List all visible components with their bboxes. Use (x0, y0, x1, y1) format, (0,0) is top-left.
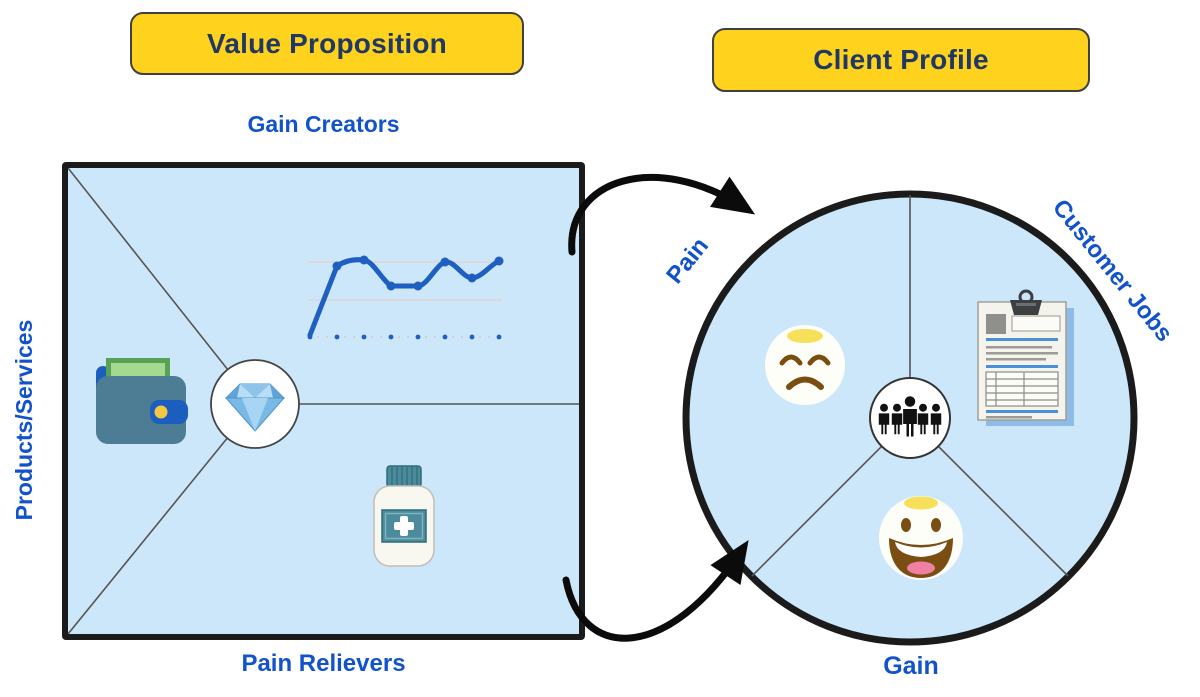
happy-face-icon (879, 496, 963, 580)
products-services-label: Products/Services (11, 319, 37, 521)
value-proposition-title: Value Proposition (207, 27, 447, 59)
client-profile-title-badge: Client Profile (712, 28, 1090, 92)
medicine-bottle-icon (373, 465, 435, 567)
document-icon (977, 289, 1074, 426)
pain-relievers-label: Pain Relievers (241, 650, 406, 677)
wallet-icon (96, 358, 188, 444)
client-profile-title: Client Profile (813, 44, 989, 75)
diamond-icon (224, 383, 286, 432)
people-group-icon (878, 396, 942, 437)
line-chart-icon (307, 255, 504, 340)
value-map-dividers (68, 168, 579, 634)
gain-label: Gain (883, 652, 939, 680)
sad-face-icon (765, 325, 845, 405)
value-proposition-title-badge: Value Proposition (130, 12, 524, 75)
binder-clip-icon (1010, 289, 1042, 315)
gain-creators-label: Gain Creators (247, 111, 400, 137)
